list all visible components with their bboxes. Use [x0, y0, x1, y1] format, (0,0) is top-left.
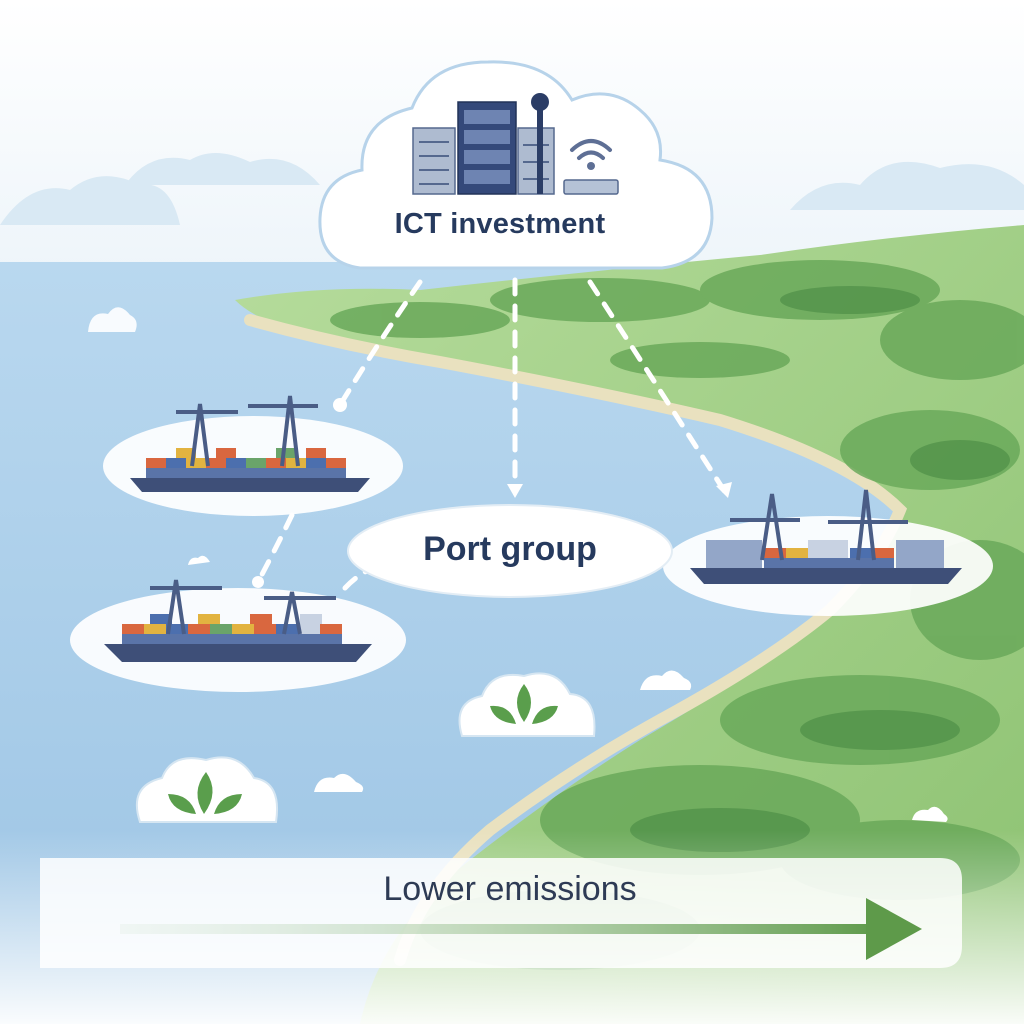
connector-ict-to-port-c: [587, 279, 728, 495]
ict-investment-cloud: [318, 60, 714, 270]
port-island-b: [70, 579, 406, 692]
port-island-a: [103, 395, 403, 516]
sea-clouds: [88, 307, 948, 822]
lower-emissions-banner: [40, 858, 962, 968]
port-island-c: [663, 489, 993, 616]
port-group-label: Port group: [423, 530, 597, 568]
port-group-bubble: [347, 504, 673, 598]
lower-emissions-label: Lower emissions: [383, 870, 637, 908]
leaf-icon: [490, 684, 558, 724]
connector-port-a-to-b: [255, 512, 295, 585]
container-port-icon: [730, 489, 908, 561]
leaf-icon: [168, 772, 242, 814]
ict-investment-label: ICT investment: [394, 208, 606, 240]
container-port-icon: [150, 579, 336, 635]
leaf-cloud-right: [458, 672, 596, 737]
emissions-arrow-head: [866, 898, 922, 960]
background-clouds: [0, 152, 1024, 225]
leaf-cloud-left: [135, 756, 278, 823]
server-rack-icon: [412, 101, 555, 195]
container-stack: [706, 540, 944, 568]
container-stack: [122, 614, 342, 644]
emissions-arrow-shaft: [120, 924, 880, 934]
container-port-icon: [176, 395, 318, 467]
antenna-icon: [531, 93, 549, 194]
wifi-router-icon: [563, 139, 619, 195]
connector-ict-to-port-a: [337, 279, 423, 408]
